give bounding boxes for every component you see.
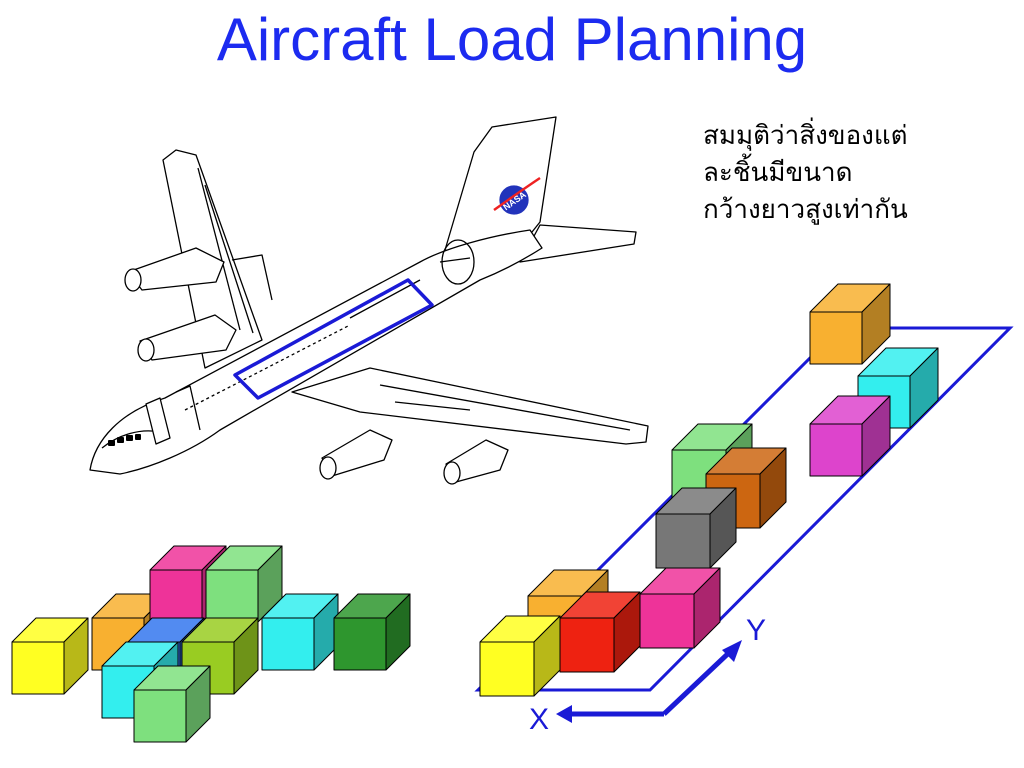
left-yellow-box [11, 617, 89, 695]
note-line-2: ละชิ้นมีขนาด [703, 158, 853, 188]
page-title: Aircraft Load Planning [216, 6, 808, 73]
axis-arrows: Y X [529, 614, 766, 736]
y-axis-label: Y [746, 614, 766, 647]
cargo-hold-outline [233, 278, 434, 400]
left-dark-green-box [333, 593, 411, 671]
y-axis-arrowhead [722, 640, 742, 662]
x-axis-arrowhead [556, 705, 572, 723]
nasa-logo: NASA [493, 176, 541, 215]
right-orange-top-box [809, 283, 891, 365]
assumption-note: สมมุติว่าสิ่งของแต่ ละชิ้นมีขนาด กว้างยา… [703, 118, 1013, 229]
aircraft-engine-upper-inner [137, 314, 237, 362]
y-axis-arrow [662, 646, 736, 716]
right-yellow-box [479, 615, 561, 697]
aircraft-fuselage [89, 229, 543, 475]
aircraft-lower-wing [291, 367, 649, 445]
note-line-3: กว้างยาวสูงเท่ากัน [703, 195, 908, 225]
right-box-layout [479, 283, 939, 697]
left-green-top-box [205, 545, 283, 623]
right-pink-box [639, 567, 721, 649]
aircraft-engine-upper-outer [124, 247, 225, 292]
aircraft-illustration: NASA [89, 116, 649, 485]
left-green-bottom-box [133, 665, 211, 743]
aircraft-engine-lower-outer [443, 439, 509, 485]
note-line-1: สมมุติว่าสิ่งของแต่ [703, 121, 908, 151]
left-box-cluster [11, 545, 411, 743]
right-red-box [559, 591, 641, 673]
aircraft-engine-lower-inner [319, 429, 393, 480]
right-magenta-box [809, 395, 891, 477]
x-axis-label: X [529, 703, 549, 736]
left-cyan-mid-box [261, 593, 339, 671]
